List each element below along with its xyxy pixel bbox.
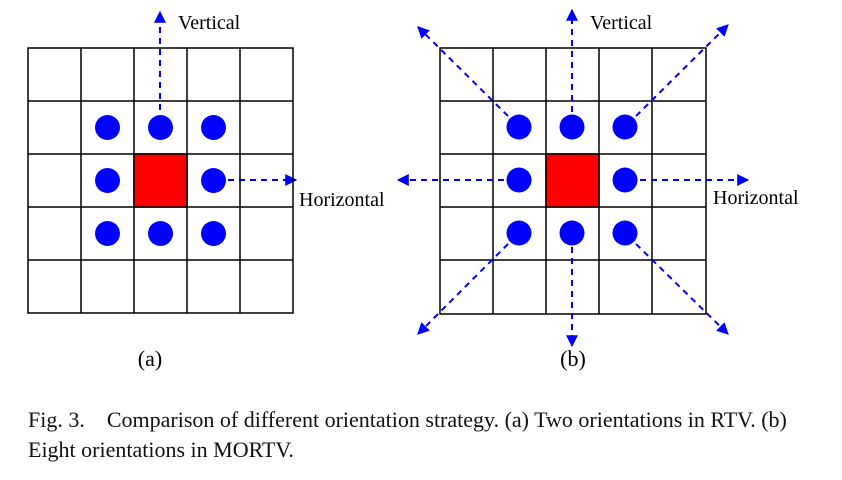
figure-caption: Fig. 3.Comparison of different orientati… bbox=[28, 405, 828, 465]
panel-b-vertical-label: Vertical bbox=[590, 12, 653, 34]
panel-b-neighbors bbox=[506, 114, 638, 246]
panel-b-arrow-up-left bbox=[417, 26, 509, 117]
neighbor-dot bbox=[95, 221, 120, 246]
neighbor-dot bbox=[612, 220, 638, 246]
panel-a-label: (a) bbox=[138, 346, 162, 371]
neighbor-dot bbox=[201, 221, 226, 246]
panel-b-horizontal-label: Horizontal bbox=[713, 187, 799, 209]
panel-b: Vertical Horizontal (b) bbox=[396, 8, 799, 371]
caption-label: Fig. 3. bbox=[28, 407, 85, 432]
neighbor-dot bbox=[201, 115, 226, 140]
neighbor-dot bbox=[148, 115, 173, 140]
panel-b-label: (b) bbox=[560, 346, 586, 371]
panel-a-center-pixel bbox=[133, 153, 188, 208]
neighbor-dot bbox=[559, 220, 585, 246]
neighbor-dot bbox=[506, 114, 532, 140]
neighbor-dot bbox=[506, 220, 532, 246]
neighbor-dot bbox=[559, 114, 585, 140]
neighbor-dot bbox=[612, 167, 638, 193]
neighbor-dot bbox=[201, 168, 226, 193]
panel-a-vertical-label: Vertical bbox=[178, 12, 241, 34]
neighbor-dot bbox=[506, 167, 532, 193]
panel-b-arrow-down-left bbox=[417, 243, 509, 335]
neighbor-dot bbox=[95, 168, 120, 193]
neighbor-dot bbox=[612, 114, 638, 140]
panel-a: Vertical Horizontal (a) bbox=[27, 10, 385, 371]
panel-b-center-pixel bbox=[545, 153, 600, 208]
caption-text: Comparison of different orientation stra… bbox=[28, 407, 787, 462]
panel-a-neighbors bbox=[95, 115, 226, 246]
panel-a-horizontal-label: Horizontal bbox=[299, 189, 385, 211]
panel-b-arrows bbox=[396, 8, 750, 348]
panel-b-arrow-up-right bbox=[635, 24, 729, 117]
neighbor-dot bbox=[148, 221, 173, 246]
neighbor-dot bbox=[95, 115, 120, 140]
figure: Vertical Horizontal (a) bbox=[27, 8, 799, 371]
panel-b-arrow-down-right bbox=[635, 243, 729, 335]
